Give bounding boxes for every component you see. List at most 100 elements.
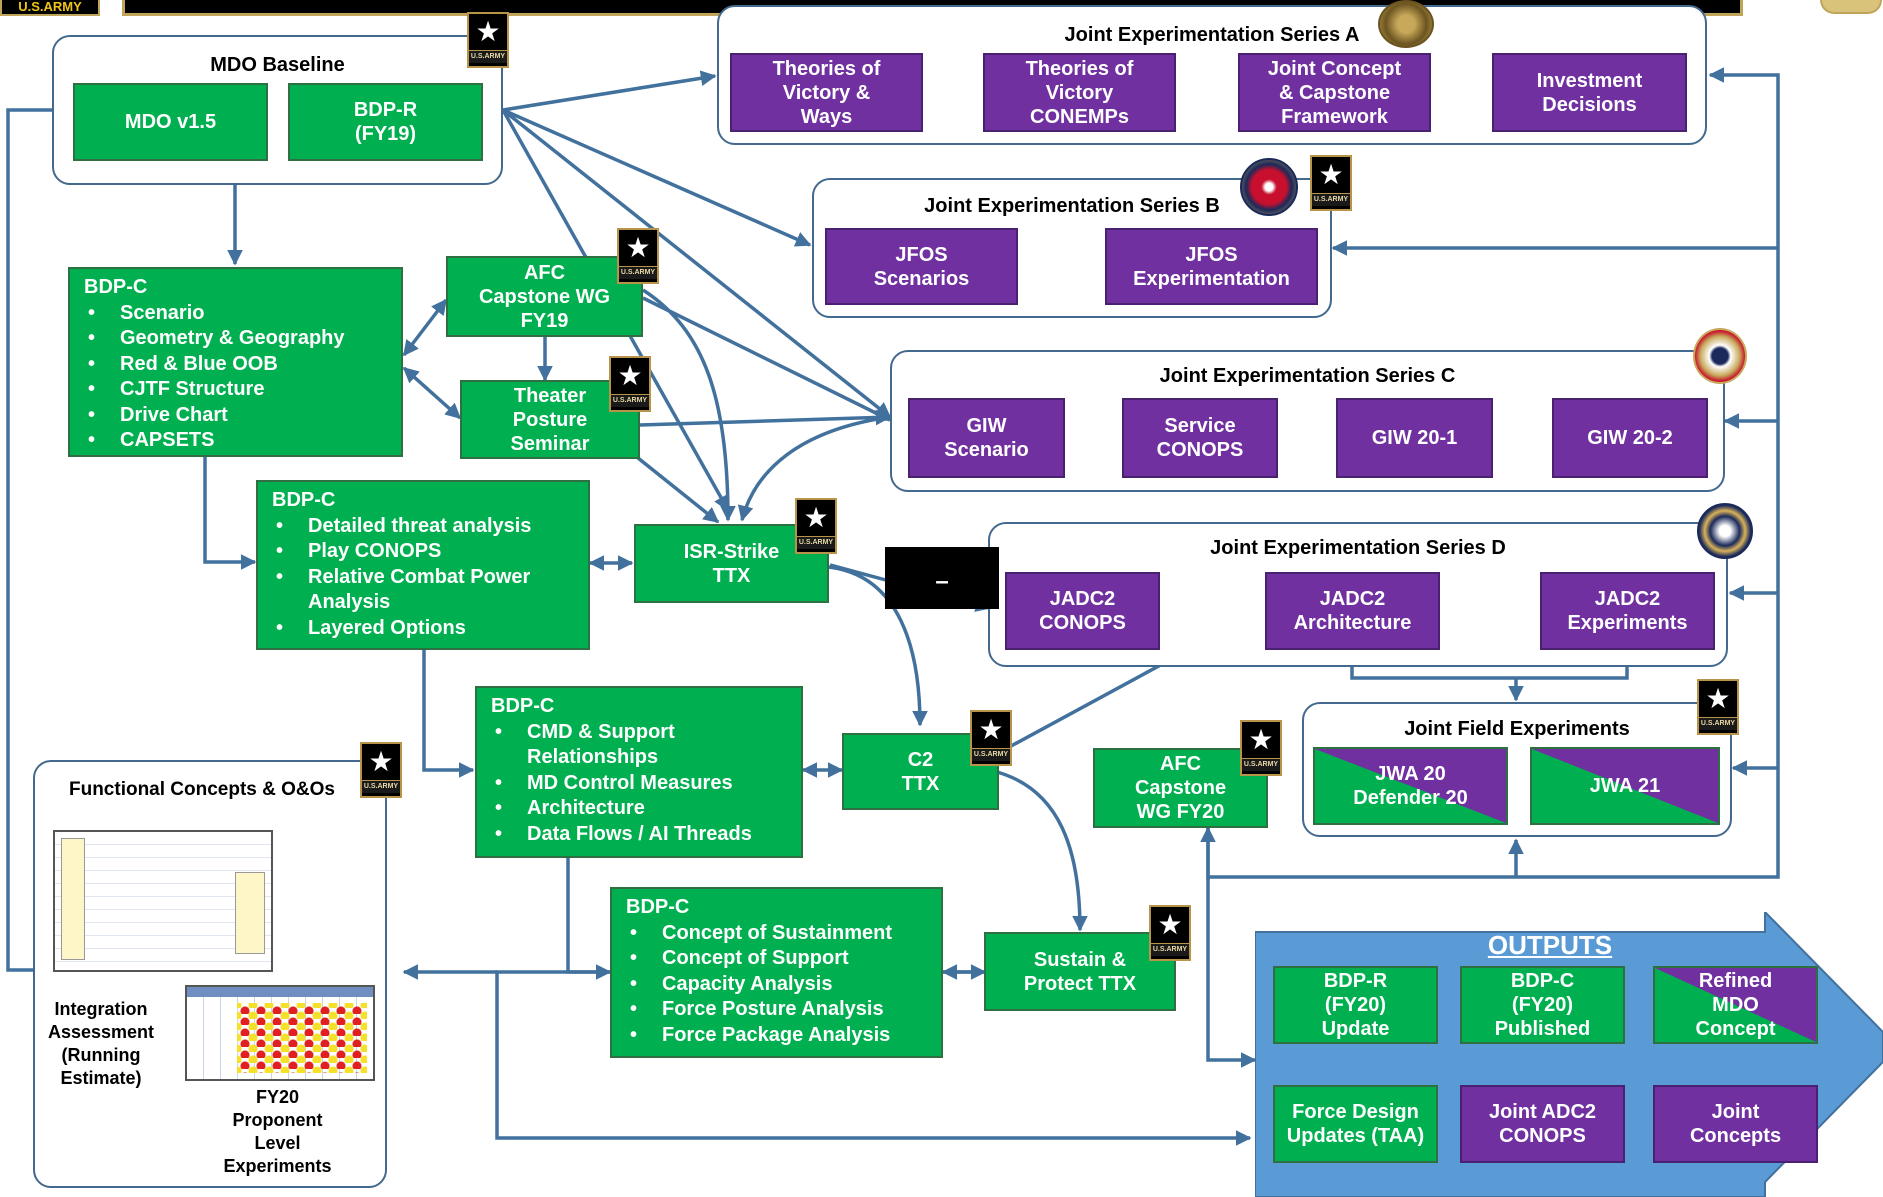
redaction-block: – [885, 547, 999, 609]
group-title: Functional Concepts & O&Os [68, 779, 336, 800]
bdp-c-title: BDP-C [272, 489, 336, 511]
edge-tps-isr [636, 456, 720, 524]
bdp-c-item: Capacity Analysis [630, 972, 927, 998]
army-logo: U.S.ARMY [0, 0, 100, 16]
bdp-c-command-box: BDP-C CMD & Support Relationships MD Con… [475, 686, 803, 858]
army-star-badge-icon: ★U.S.ARMY [795, 498, 837, 554]
badge-label: U.S.ARMY [1242, 758, 1280, 771]
bdp-c-item: Geometry & Geography [88, 326, 387, 352]
army-star-badge-icon: ★U.S.ARMY [1697, 679, 1739, 735]
army-star-badge-icon: ★U.S.ARMY [609, 356, 651, 412]
edge-bdpc1-afc19 [402, 298, 448, 357]
node-bdp-r-fy19[interactable]: BDP-R (FY19) [288, 83, 483, 161]
bdp-c-title: BDP-C [84, 276, 148, 298]
edge-c2-sustain [996, 770, 1088, 932]
bdp-c-item: Force Package Analysis [630, 1023, 927, 1049]
bdp-c-sustainment-box: BDP-C Concept of Sustainment Concept of … [610, 887, 943, 1058]
edge-mdo-seriesA [502, 70, 717, 112]
node-giw-20-2[interactable]: GIW 20-2 [1552, 398, 1708, 478]
army-star-badge-icon: ★U.S.ARMY [970, 710, 1012, 766]
bdp-c-item: Relative Combat Power Analysis [276, 565, 574, 616]
badge-label: U.S.ARMY [1699, 717, 1737, 730]
node-afc-capstone-wg-fy19[interactable]: AFC Capstone WG FY19 [446, 256, 643, 337]
bdp-c-item: Scenario [88, 301, 387, 327]
edge-bdpc3-bdpc4 [566, 858, 612, 980]
bdp-c-item: MD Control Measures [495, 771, 787, 797]
command-seal-icon [1820, 0, 1882, 14]
badge-label: U.S.ARMY [797, 536, 835, 549]
output-bdp-c-fy20[interactable]: BDP-C (FY20) Published [1460, 966, 1625, 1044]
group-title: Joint Experimentation Series B [924, 195, 1220, 217]
bdp-c-title: BDP-C [626, 896, 690, 918]
edge-afc19-isr [642, 288, 736, 522]
bdp-c-title: BDP-C [491, 695, 555, 717]
node-jwa20-defender20[interactable]: JWA 20 Defender 20 [1313, 747, 1508, 825]
output-refined-mdo-concept[interactable]: Refined MDO Concept [1653, 966, 1818, 1044]
badge-label: U.S.ARMY [619, 266, 657, 279]
badge-label: U.S.ARMY [1151, 943, 1189, 956]
usaf-seal-icon [1697, 503, 1753, 559]
army-star-badge-icon: ★U.S.ARMY [1310, 155, 1352, 211]
fy20-proponent-label: FY20 Proponent Level Experiments [223, 1087, 332, 1176]
outputs-title: OUTPUTS [1487, 930, 1613, 960]
output-joint-adc2-conops[interactable]: Joint ADC2 CONOPS [1460, 1085, 1625, 1163]
group-title: Joint Experimentation Series A [1064, 24, 1360, 46]
bdp-c-item: Play CONOPS [276, 539, 574, 565]
node-jwa21[interactable]: JWA 21 [1530, 747, 1720, 825]
output-bdp-r-fy20[interactable]: BDP-R (FY20) Update [1273, 966, 1438, 1044]
army-star-badge-icon: ★U.S.ARMY [1240, 720, 1282, 776]
bdp-c-item: Drive Chart [88, 403, 387, 429]
node-theories-victory-ways[interactable]: Theories of Victory & Ways [730, 53, 923, 132]
edge-bdpc1-bdpc2 [203, 457, 257, 570]
bdp-c-item: Architecture [495, 796, 787, 822]
node-mdo-v15[interactable]: MDO v1.5 [73, 83, 268, 161]
assessment-matrix-thumbnail [185, 985, 375, 1081]
bdp-c-item: Concept of Sustainment [630, 921, 927, 947]
bdp-c-scenario-box: BDP-C Scenario Geometry & Geography Red … [68, 267, 403, 457]
node-investment-decisions[interactable]: Investment Decisions [1492, 53, 1687, 132]
bdp-c-item: Data Flows / AI Threads [495, 822, 787, 848]
output-joint-concepts[interactable]: Joint Concepts [1653, 1085, 1818, 1163]
output-force-design-updates[interactable]: Force Design Updates (TAA) [1273, 1085, 1438, 1163]
integration-assessment-label: Integration Assessment (Running Estimate… [47, 999, 155, 1088]
army-star-badge-icon: ★U.S.ARMY [617, 228, 659, 284]
bdp-c-threat-box: BDP-C Detailed threat analysis Play CONO… [256, 480, 590, 650]
node-service-conops[interactable]: Service CONOPS [1122, 398, 1278, 478]
node-jadc2-experiments[interactable]: JADC2 Experiments [1540, 572, 1715, 650]
bdp-c-item: Force Posture Analysis [630, 997, 927, 1023]
node-jadc2-architecture[interactable]: JADC2 Architecture [1265, 572, 1440, 650]
edge-to-outputs [1206, 828, 1257, 1068]
bdp-c-item: CJTF Structure [88, 377, 387, 403]
dod-seal-icon [1378, 0, 1434, 48]
bdp-c-item: Red & Blue OOB [88, 352, 387, 378]
army-star-badge-icon: ★U.S.ARMY [1149, 905, 1191, 961]
bdp-c-item: Layered Options [276, 616, 574, 642]
joint-chiefs-seal-icon [1693, 328, 1747, 384]
group-title: Joint Experimentation Series C [1159, 365, 1456, 387]
node-jfos-scenarios[interactable]: JFOS Scenarios [825, 228, 1018, 305]
badge-label: U.S.ARMY [469, 50, 507, 63]
army-star-badge-icon: ★U.S.ARMY [360, 742, 402, 798]
bdp-c-item: Detailed threat analysis [276, 514, 574, 540]
army-star-badge-icon: ★U.S.ARMY [467, 12, 509, 68]
node-jfos-experimentation[interactable]: JFOS Experimentation [1105, 228, 1318, 305]
edge-tps-seriesC [639, 409, 892, 427]
bdp-c-item: Concept of Support [630, 946, 927, 972]
node-theories-victory-conemps[interactable]: Theories of Victory CONEMPs [983, 53, 1176, 132]
group-title: Joint Experimentation Series D [1210, 537, 1506, 559]
badge-label: U.S.ARMY [362, 780, 400, 793]
node-joint-concept-framework[interactable]: Joint Concept & Capstone Framework [1238, 53, 1431, 132]
edge-bdpc2-bdpc3 [422, 650, 475, 778]
badge-label: U.S.ARMY [611, 394, 649, 407]
drive-chart-thumbnail [53, 830, 273, 972]
badge-label: U.S.ARMY [1312, 193, 1350, 206]
badge-label: U.S.ARMY [972, 748, 1010, 761]
node-giw-20-1[interactable]: GIW 20-1 [1336, 398, 1493, 478]
bdp-c-item: CAPSETS [88, 428, 387, 454]
node-giw-scenario[interactable]: GIW Scenario [908, 398, 1065, 478]
node-sustain-protect-ttx[interactable]: Sustain & Protect TTX [984, 932, 1176, 1011]
usmc-seal-icon [1240, 158, 1298, 216]
edge-bdpc1-tps [402, 366, 462, 420]
node-jadc2-conops[interactable]: JADC2 CONOPS [1005, 572, 1160, 650]
bdp-c-item: CMD & Support Relationships [495, 720, 787, 771]
